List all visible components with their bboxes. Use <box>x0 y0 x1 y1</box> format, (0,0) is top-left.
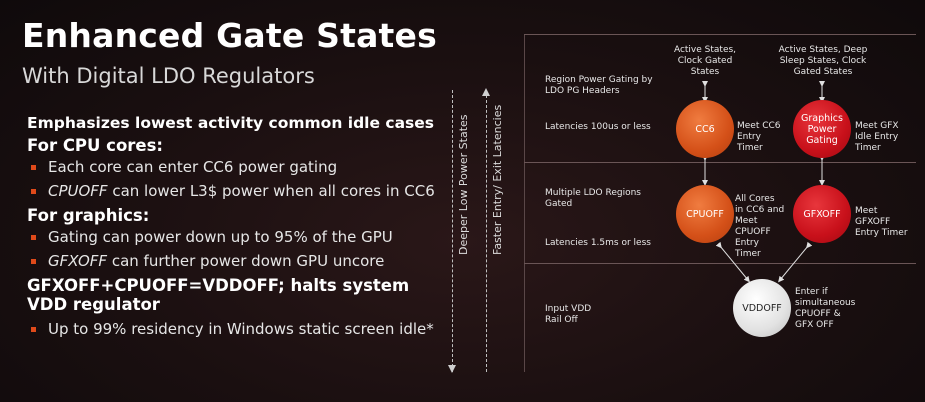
slide-subtitle: With Digital LDO Regulators <box>22 64 315 88</box>
diagram-panel <box>524 34 917 372</box>
bullet-intro: Emphasizes lowest activity common idle c… <box>27 114 435 132</box>
bullet-cpu-item-2: CPUOFF can lower L3$ power when all core… <box>27 182 437 201</box>
slide-title: Enhanced Gate States <box>22 16 437 55</box>
graphics-pg-label: Graphics Power Gating <box>801 112 843 146</box>
cc6-node: CC6 <box>676 100 734 158</box>
region2-latency: Latencies 1.5ms or less <box>545 238 651 248</box>
top-right-states: Active States, Deep Sleep States, Clock … <box>778 45 868 77</box>
panel-top-line <box>524 34 916 35</box>
cc6-note: Meet CC6 Entry Timer <box>737 121 781 153</box>
bullet-marker <box>31 259 36 264</box>
arrow-gfxoff-vddoff <box>778 241 813 283</box>
bullet-marker <box>31 235 36 240</box>
region1-latency: Latencies 100us or less <box>545 122 651 132</box>
top-left-states: Active States, Clock Gated States <box>673 45 737 77</box>
vddoff-label: VDDOFF <box>742 302 782 314</box>
gfx-note: Meet GFX Idle Entry Timer <box>855 121 899 153</box>
bullet-term: CPUOFF <box>48 182 108 200</box>
vddoff-note: Enter if simultaneous CPUOFF & GFX OFF <box>795 287 856 330</box>
bullet-cpu-heading: For CPU cores: <box>27 136 164 155</box>
bullet-text: Gating can power down up to 95% of the G… <box>48 228 393 246</box>
cpuoff-label: CPUOFF <box>686 208 724 220</box>
bullet-marker <box>31 165 36 170</box>
cpuoff-node: CPUOFF <box>676 185 734 243</box>
bullet-gfx-item-1: Gating can power down up to 95% of the G… <box>27 228 437 247</box>
vddoff-node: VDDOFF <box>733 279 791 337</box>
bullet-gfx-item-2: GFXOFF can further power down GPU uncore <box>27 252 437 271</box>
region-divider-1 <box>524 162 916 163</box>
region3-title: Input VDD Rail Off <box>545 304 592 325</box>
cpuoff-note: All Cores in CC6 and Meet CPUOFF Entry T… <box>735 194 785 259</box>
faster-axis-line <box>486 90 487 372</box>
bullet-gfx-heading: For graphics: <box>27 206 150 225</box>
bullet-term: GFXOFF <box>48 252 108 270</box>
deeper-arrow-icon <box>448 365 456 373</box>
bullet-text: Up to 99% residency in Windows static sc… <box>48 320 434 338</box>
bullet-vdd-heading: GFXOFF+CPUOFF=VDDOFF; halts system VDD r… <box>27 276 410 314</box>
gfxoff-label: GFXOFF <box>803 208 841 220</box>
region1-title: Region Power Gating by LDO PG Headers <box>545 75 653 96</box>
bullet-vdd-item-1: Up to 99% residency in Windows static sc… <box>27 320 437 339</box>
bullet-text: can lower L3$ power when all cores in CC… <box>107 182 435 200</box>
cc6-label: CC6 <box>695 123 715 135</box>
region2-title: Multiple LDO Regions Gated <box>545 188 641 209</box>
gfxoff-node: GFXOFF <box>793 185 851 243</box>
deeper-axis-line <box>452 90 453 372</box>
bullet-list: Emphasizes lowest activity common idle c… <box>27 114 437 344</box>
bullet-text: Each core can enter CC6 power gating <box>48 158 338 176</box>
bullet-marker <box>31 189 36 194</box>
gfxoff-note: Meet GFXOFF Entry Timer <box>855 206 908 238</box>
graphics-pg-node: Graphics Power Gating <box>793 100 851 158</box>
bullet-text: can further power down GPU uncore <box>107 252 385 270</box>
faster-arrow-icon <box>482 88 490 96</box>
bullet-cpu-item-1: Each core can enter CC6 power gating <box>27 158 437 177</box>
bullet-marker <box>31 327 36 332</box>
arrow-cpuoff-vddoff <box>715 241 750 283</box>
